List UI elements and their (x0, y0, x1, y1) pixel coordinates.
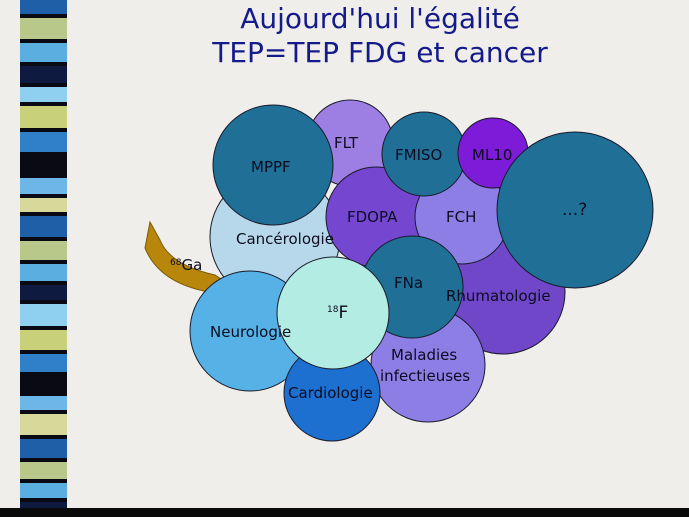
label-rhumatologie: Rhumatologie (446, 287, 551, 305)
strip-segment (20, 304, 67, 326)
label-mppf: MPPF (251, 158, 291, 176)
strip-segment (20, 414, 67, 435)
strip-segment (20, 439, 67, 458)
label-cardiologie: Cardiologie (288, 384, 373, 402)
title-line-1: Aujourd'hui l'égalité (240, 2, 520, 35)
strip-segment (20, 66, 67, 83)
bubble-18f (276, 256, 390, 370)
label-fna: FNa (394, 274, 423, 292)
strip-segment (20, 354, 67, 372)
ga-label: 68Ga (170, 256, 202, 274)
strip-segment (20, 18, 67, 39)
strip-segment (20, 43, 67, 62)
strip-segment (20, 216, 67, 237)
label-fdopa: FDOPA (347, 208, 398, 226)
label-maladies-line2: infectieuses (380, 367, 470, 385)
strip-segment (20, 0, 67, 14)
strip-segment (20, 132, 67, 152)
label-18f: 18F (327, 303, 348, 323)
label-cancerologie: Cancérologie (236, 230, 334, 248)
strip-segment (20, 396, 67, 410)
strip-segment (20, 462, 67, 479)
strip-segment (20, 330, 67, 350)
strip-segment (20, 285, 67, 300)
strip-segment (20, 87, 67, 102)
label-neurologie: Neurologie (210, 323, 291, 341)
strip-segment (20, 483, 67, 498)
strip-segment (20, 241, 67, 260)
label-ml10: ML10 (472, 146, 512, 164)
slide-title: Aujourd'hui l'égalité TEP=TEP FDG et can… (120, 2, 640, 70)
label-fch: FCH (446, 208, 476, 226)
strip-segment (20, 106, 67, 128)
bubble-mppf (212, 104, 334, 226)
decorative-color-strip (20, 0, 67, 517)
label-fmiso: FMISO (395, 146, 442, 164)
strip-segment (20, 156, 67, 174)
strip-segment (20, 198, 67, 212)
bottom-border (0, 508, 689, 517)
strip-segment (20, 178, 67, 194)
strip-segment (20, 376, 67, 392)
label-flt: FLT (334, 134, 359, 152)
title-line-2: TEP=TEP FDG et cancer (212, 36, 548, 69)
label-unknown: ...? (562, 200, 587, 220)
label-maladies-line1: Maladies (391, 346, 457, 364)
strip-segment (20, 264, 67, 281)
bubble-unknown (496, 131, 654, 289)
